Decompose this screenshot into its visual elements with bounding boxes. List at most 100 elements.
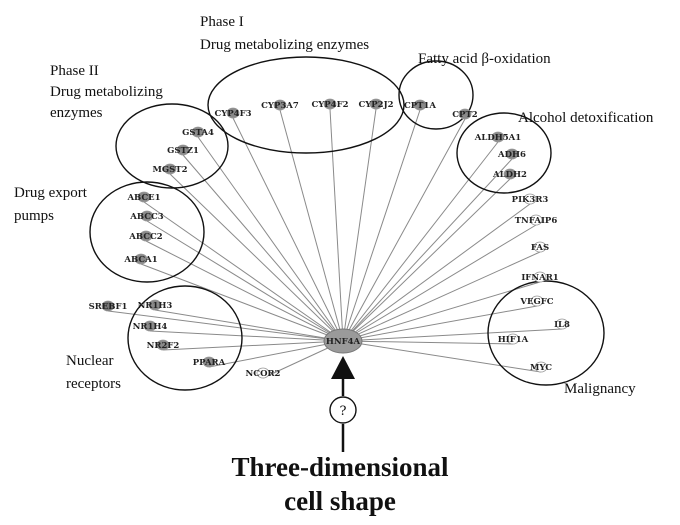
- gene-label-aldh2: ALDH2: [492, 170, 527, 180]
- node-pik3r3: [523, 193, 537, 205]
- gene-label-ncor2: NCOR2: [246, 369, 281, 379]
- gene-label-tnfaip6: TNFAIP6: [515, 216, 558, 226]
- gene-label-cyp4f2: CYP4F2: [311, 100, 348, 110]
- nuclear-receptors-circle: [127, 285, 243, 391]
- node-ifnar1: [533, 271, 547, 283]
- gene-label-nr1h3: NR1H3: [138, 301, 173, 311]
- gene-label-abcc3: ABCC3: [129, 212, 163, 222]
- node-cyp4f2: [323, 98, 337, 110]
- question-mark: ?: [340, 404, 347, 419]
- node-fas: [533, 241, 547, 253]
- arrow-head: [331, 356, 355, 379]
- node-adh6: [505, 148, 519, 160]
- gene-label-il8: IL8: [554, 320, 570, 330]
- gene-label-cyp3a7: CYP3A7: [261, 101, 299, 111]
- node-nr2f2: [156, 339, 170, 351]
- edge-cyp2j2: [342, 108, 377, 342]
- hnf4a-label: HNF4A: [326, 337, 361, 347]
- node-cyp2j2: [369, 98, 383, 110]
- node-abcc2: [139, 230, 153, 242]
- edge-aldh2: [342, 178, 511, 342]
- node-cyp3a7: [273, 99, 287, 111]
- drug-export-label: Drug export pumps: [14, 185, 91, 224]
- hnf4a-node: [323, 328, 363, 354]
- edge-srebf1: [107, 310, 344, 342]
- malignancy-circle: [487, 280, 605, 386]
- node-srebf1: [101, 300, 115, 312]
- node-gsta4: [191, 126, 205, 138]
- edge-abce1: [143, 201, 344, 342]
- gene-label-adh6: ADH6: [497, 150, 526, 160]
- edge-aldh5a1: [342, 141, 499, 342]
- node-hif1a: [506, 333, 520, 345]
- node-abce1: [137, 191, 151, 203]
- gene-label-myc: MYC: [530, 363, 552, 373]
- gene-label-cpt2: CPT2: [452, 110, 477, 120]
- edge-myc: [342, 340, 542, 373]
- node-cpt1a: [413, 99, 427, 111]
- gene-label-abca1: ABCA1: [123, 255, 157, 265]
- gene-label-nr2f2: NR2F2: [147, 341, 180, 351]
- node-aldh2: [503, 168, 517, 180]
- edge-tnfaip6: [342, 224, 537, 342]
- edge-cyp4f2: [329, 108, 344, 342]
- gene-label-pik3r3: PIK3R3: [512, 195, 549, 205]
- gene-label-hif1a: HIF1A: [498, 335, 529, 345]
- gene-label-mgst2: MGST2: [152, 165, 187, 175]
- edge-cyp4f3: [232, 117, 344, 342]
- edge-cpt1a: [342, 109, 421, 342]
- edge-abcc3: [146, 220, 344, 342]
- node-vegfc: [530, 295, 544, 307]
- edge-abca1: [140, 263, 344, 342]
- node-gstz1: [176, 144, 190, 156]
- gene-label-cyp2j2: CYP2J2: [358, 100, 393, 110]
- drug-export-circle: [89, 181, 205, 283]
- gene-label-abce1: ABCE1: [126, 193, 160, 203]
- gene-label-gstz1: GSTZ1: [167, 146, 199, 156]
- edge-pik3r3: [342, 203, 531, 342]
- node-nr1h4: [143, 320, 157, 332]
- edge-mgst2: [169, 173, 344, 342]
- edge-fas: [342, 251, 541, 342]
- node-cyp4f3: [226, 107, 240, 119]
- phase1-circle: [207, 56, 405, 154]
- gene-label-cpt1a: CPT1A: [404, 101, 436, 111]
- gene-label-ifnar1: IFNAR1: [521, 273, 558, 283]
- group-circles: [89, 56, 605, 391]
- edge-ppara: [208, 340, 344, 368]
- edge-cpt2: [342, 118, 466, 342]
- gene-label-ppara: PPARA: [193, 358, 226, 368]
- node-ppara: [202, 356, 216, 368]
- phase2-circle: [115, 103, 229, 189]
- title-line-1: Three-dimensional: [231, 452, 449, 482]
- edge-ifnar1: [342, 281, 541, 342]
- edge-nr1h4: [149, 330, 344, 342]
- node-abcc3: [140, 210, 154, 222]
- gene-label-gsta4: GSTA4: [182, 128, 214, 138]
- edge-abcc2: [145, 240, 344, 342]
- edge-nr2f2: [162, 340, 344, 351]
- fatty-acid-circle: [398, 60, 474, 130]
- fatty-acid-label: Fatty acid β-oxidation: [418, 51, 551, 67]
- node-tnfaip6: [529, 214, 543, 226]
- alcohol-circle: [456, 112, 552, 194]
- edge-hif1a: [342, 340, 514, 345]
- node-cpt2: [458, 108, 472, 120]
- node-ncor2: [256, 367, 270, 379]
- edge-gstz1: [182, 154, 344, 342]
- nuclear-receptors-label: Nuclear receptors: [66, 353, 121, 392]
- phase1-label: Phase I Drug metabolizing enzymes: [200, 14, 369, 53]
- title-line-2: cell shape: [284, 486, 396, 516]
- question-circle: [329, 396, 357, 424]
- gene-label-abcc2: ABCC2: [128, 232, 162, 242]
- edge-layer: [107, 108, 563, 379]
- phase2-label: Phase II Drug metabolizing enzymes: [50, 63, 167, 121]
- node-aldh5a1: [491, 131, 505, 143]
- edge-cyp3a7: [279, 109, 344, 342]
- edge-vegfc: [342, 305, 538, 342]
- edge-il8: [342, 328, 563, 342]
- edge-nr1h3: [154, 309, 344, 342]
